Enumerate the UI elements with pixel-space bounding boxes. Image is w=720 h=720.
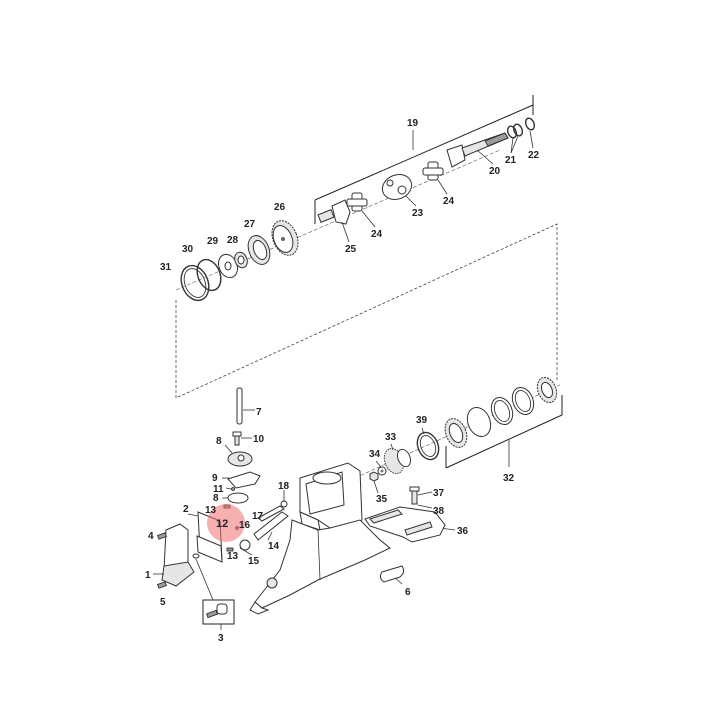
callout-22[interactable]: 22 [528, 150, 540, 161]
callout-24b[interactable]: 24 [371, 229, 383, 240]
part-6-anode [379, 565, 405, 583]
callout-4[interactable]: 4 [148, 531, 154, 542]
callout-26[interactable]: 26 [274, 202, 286, 213]
callout-8a[interactable]: 8 [216, 436, 222, 447]
callout-9[interactable]: 9 [212, 473, 218, 484]
callout-24a[interactable]: 24 [443, 196, 455, 207]
callout-13b[interactable]: 13 [227, 551, 239, 562]
part-8-cover-upper [224, 444, 253, 467]
callout-23[interactable]: 23 [412, 208, 424, 219]
callout-35[interactable]: 35 [376, 494, 388, 505]
gearcase-housing [249, 462, 391, 615]
part-35-nut [369, 471, 379, 482]
part-30-oring [196, 258, 222, 292]
part-4-screw [157, 532, 167, 540]
callout-14[interactable]: 14 [268, 541, 280, 552]
callout-11[interactable]: 11 [213, 484, 224, 495]
callout-1[interactable]: 1 [145, 570, 151, 581]
callout-8b[interactable]: 8 [213, 493, 219, 504]
leaders-upper [341, 130, 534, 243]
callout-17[interactable]: 17 [252, 511, 264, 522]
callout-13a[interactable]: 13 [205, 505, 217, 516]
part-20-driveshaft [446, 132, 509, 168]
callout-19[interactable]: 19 [407, 118, 419, 129]
part-37-screw [409, 486, 420, 505]
part-24-ujoint-cross-upper [422, 161, 444, 181]
part-26-gear [271, 220, 299, 256]
callout-15[interactable]: 15 [248, 556, 260, 567]
leader-11 [225, 487, 232, 490]
callout-18[interactable]: 18 [278, 481, 290, 492]
callout-10[interactable]: 10 [253, 434, 265, 445]
callout-28[interactable]: 28 [227, 235, 239, 246]
part-11-pin [231, 487, 235, 491]
part-1-cover [153, 523, 195, 587]
callout-12[interactable]: 12 [216, 518, 228, 530]
part-36-anode-plate [364, 506, 446, 543]
part-27-bearing-cup [247, 235, 271, 265]
callout-30[interactable]: 30 [182, 244, 194, 255]
callout-29[interactable]: 29 [207, 236, 219, 247]
part-34-washer [377, 466, 387, 476]
part-21-shims [506, 123, 524, 139]
callout-2[interactable]: 2 [183, 504, 189, 515]
part-31-ring [180, 264, 210, 302]
callout-3[interactable]: 3 [218, 633, 224, 644]
callout-32[interactable]: 32 [503, 473, 515, 484]
callout-21[interactable]: 21 [505, 155, 517, 166]
callout-31[interactable]: 31 [160, 262, 172, 273]
part-10-screw [232, 431, 252, 446]
part-22-ring [524, 117, 536, 131]
callout-37[interactable]: 37 [433, 488, 445, 499]
callout-25[interactable]: 25 [345, 244, 357, 255]
callout-39[interactable]: 39 [416, 415, 428, 426]
part-32-bearing-set [444, 376, 558, 448]
part-23-center-yoke [381, 174, 413, 200]
callout-33[interactable]: 33 [385, 432, 397, 443]
callout-38[interactable]: 38 [433, 506, 445, 517]
parts-13-15-16-linkage [223, 504, 253, 556]
part-9-gasket [222, 471, 261, 489]
callout-7[interactable]: 7 [256, 407, 262, 418]
part-5-screw [157, 581, 167, 589]
part-39-shim-ring [416, 431, 440, 461]
part-28-bearing [234, 251, 248, 269]
part-33-pinion-gear [383, 447, 412, 475]
group-bracket-32 [445, 395, 563, 469]
callout-6[interactable]: 6 [405, 587, 411, 598]
part-24-ujoint-cross-lower [346, 192, 368, 212]
part-3-boxed-items [192, 553, 235, 630]
part-25-yoke [317, 199, 351, 225]
highlight-circle-part-12[interactable] [207, 504, 245, 542]
part-7-pin [236, 387, 255, 425]
callout-34[interactable]: 34 [369, 449, 381, 460]
callout-27[interactable]: 27 [244, 219, 256, 230]
parts-14-17-18-shift-linkage [253, 490, 289, 541]
callout-labels: 1 2 3 4 5 6 7 8 8 9 10 11 12 13 13 14 15… [145, 118, 540, 644]
callout-20[interactable]: 20 [489, 166, 501, 177]
part-29-washer [218, 253, 238, 279]
callout-16[interactable]: 16 [239, 520, 251, 531]
callout-36[interactable]: 36 [457, 526, 469, 537]
assembly-dashed-outline [175, 223, 558, 399]
group-bracket-19 [314, 95, 534, 224]
callout-5[interactable]: 5 [160, 597, 166, 608]
part-8-cover-lower [222, 492, 249, 504]
